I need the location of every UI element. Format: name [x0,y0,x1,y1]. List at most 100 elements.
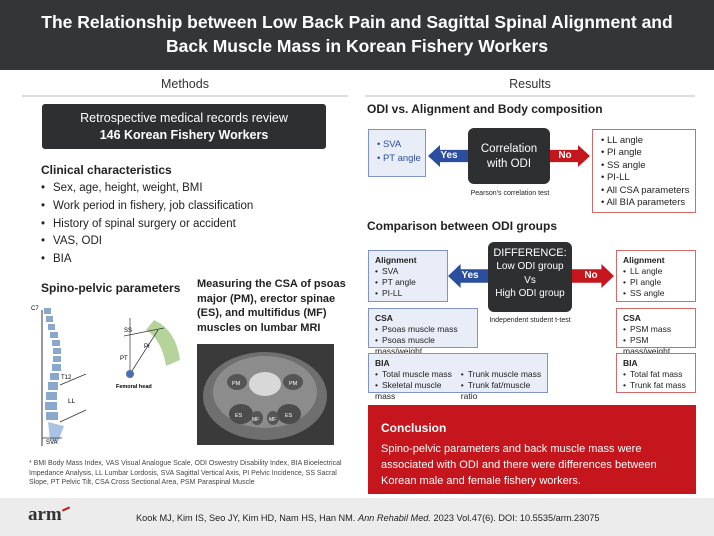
list-item: Trunk fat/muscle ratio [461,380,547,402]
bia-list-2: Trunk muscle massTrunk fat/muscle ratio [461,369,547,402]
list-item: • LL angle [601,135,644,146]
conclusion-text: Spino-pelvic parameters and back muscle … [381,443,657,487]
right-csa-box: CSA PSM massPSM mass/weight [616,308,696,356]
page-title: The Relationship between Low Back Pain a… [0,10,714,58]
citation-journal: Ann Rehabil Med. [357,513,431,523]
list-item: Work period in fishery, job classificati… [41,198,341,216]
header-banner [0,0,714,70]
vertebral-column [44,308,64,442]
difference-box: DIFFERENCE: Low ODI group Vs High ODI gr… [488,242,572,312]
yes-label-1: Yes [440,150,458,161]
c7-label: C7 [31,306,39,312]
yes-label-2: Yes [461,270,479,281]
list-item: LL angle [623,266,695,277]
list-item: • SVA [377,139,402,150]
journal-logo: arm [28,504,62,525]
right-bia-heading: BIA [623,358,638,368]
subjects-line: 146 Korean Fishery Workers [99,128,269,142]
right-alignment-list: LL anglePI angleSS angle [623,266,695,299]
comparison-heading: Comparison between ODI groups [367,219,558,233]
citation-authors: Kook MJ, Kim IS, Seo JY, Kim HD, Nam HS,… [136,513,356,523]
no-label-1: No [558,150,572,161]
bia-list-1: Total muscle massSkeletal muscle mass [375,369,461,402]
list-item: Trunk fat mass [623,380,695,391]
left-csa-heading: CSA [375,313,393,323]
clinical-heading: Clinical characteristics [41,163,172,177]
list-item: PSM mass/weight [623,335,695,357]
list-item: SVA [375,266,447,277]
title-line-2: Back Muscle Mass in Korean Fishery Worke… [166,36,548,56]
list-item: • PT angle [377,153,421,164]
bia-heading: BIA [375,358,390,368]
list-item: BIA [41,251,341,269]
clinical-list: Sex, age, height, weight, BMIWork period… [41,180,341,269]
pearson-label: Pearson's correlation test [470,190,550,197]
conclusion-heading: Conclusion [381,421,447,435]
footnote: * BMI Body Mass Index, VAS Visual Analog… [29,460,342,486]
positive-correlates-list: • SVA • PT angle [377,138,425,166]
mri-pm-left: PM [232,381,241,387]
ll-label: LL [68,398,76,405]
list-item: • All BIA parameters [601,197,686,209]
study-design-box: Retrospective medical records review 146… [42,104,326,149]
mri-mf-right: MF [269,417,276,423]
right-bia-box: BIA Total fat massTrunk fat mass [616,353,696,393]
correlation-line-1: Correlation [480,143,538,155]
left-csa-box: CSA Psoas muscle massPsoas muscle mass/w… [368,308,478,356]
list-item: Psoas muscle mass [375,324,477,335]
left-alignment-list: SVAPT anglePI-LL [375,266,447,299]
sva-label: SVA [46,440,58,446]
list-item: VAS, ODI [41,233,341,251]
list-item: • PI-LL [601,172,630,184]
list-item: PSM mass [623,324,695,335]
list-item: Trunk muscle mass [461,369,547,380]
mri-pm-right: PM [289,381,298,387]
results-divider [365,95,695,97]
citation: Kook MJ, Kim IS, Seo JY, Kim HD, Nam HS,… [136,513,600,523]
list-item: Total fat mass [623,369,695,380]
citation-details: 2023 Vol.47(6). DOI: 10.5535/arm.23075 [433,513,600,523]
bia-box: BIA Total muscle massSkeletal muscle mas… [368,353,548,401]
difference-line-1: Low ODI group [496,261,564,272]
list-item: • PI angle [601,147,642,159]
yes-arrow-1 [428,145,468,167]
noncorrelates-box: • LL angle• PI angle• SS angle• PI-LL• A… [592,129,696,213]
methods-divider [22,95,348,97]
left-alignment-box: Alignment SVAPT anglePI-LL [368,250,448,302]
pt-label: PT [120,356,128,362]
right-alignment-box: Alignment LL anglePI angleSS angle [616,250,696,302]
list-item: History of spinal surgery or accident [41,216,341,234]
correlation-line-2: with ODI [486,158,532,170]
list-item: Total muscle mass [375,369,461,380]
spino-heading: Spino-pelvic parameters [41,281,181,295]
mri-image: PM PM ES ES MF MF [197,344,334,445]
right-csa-heading: CSA [623,313,641,323]
pi-label: PI [144,344,150,350]
t12-label: T12 [61,375,72,381]
odi-heading: ODI vs. Alignment and Body composition [367,102,603,116]
ss-label: SS [124,328,132,334]
conclusion-box: Conclusion Spino-pelvic parameters and b… [368,405,696,494]
difference-line-2: Vs [524,274,536,286]
footer-bar [0,498,714,536]
right-alignment-heading: Alignment [623,255,665,265]
positive-correlates-box: • SVA • PT angle [368,129,426,177]
no-arrow-1 [550,145,590,167]
csa-heading: Measuring the CSA of psoas major (PM), e… [197,278,346,334]
ttest-label: Independent student t-test [489,317,571,324]
list-item: PT angle [375,277,447,288]
noncorrelates-list: • LL angle• PI angle• SS angle• PI-LL• A… [601,135,695,209]
list-item: • SS angle [601,159,646,171]
title-line-1: The Relationship between Low Back Pain a… [41,12,673,32]
femoral-head-shape [126,370,134,378]
list-item: • All CSA parameters [601,184,690,196]
spine-diagram: C7 T12 LL SVA SS PI PT Femoral head [31,306,180,446]
femoral-head-label: Femoral head [116,384,152,390]
correlation-box: Correlation with ODI [468,128,550,184]
list-item: PI-LL [375,288,447,299]
left-csa-list: Psoas muscle massPsoas muscle mass/weigh… [375,324,477,357]
results-tab: Results [365,71,695,95]
methods-tab: Methods [22,71,348,95]
mri-mf-left: MF [252,417,259,423]
mri-es-left: ES [235,413,243,419]
